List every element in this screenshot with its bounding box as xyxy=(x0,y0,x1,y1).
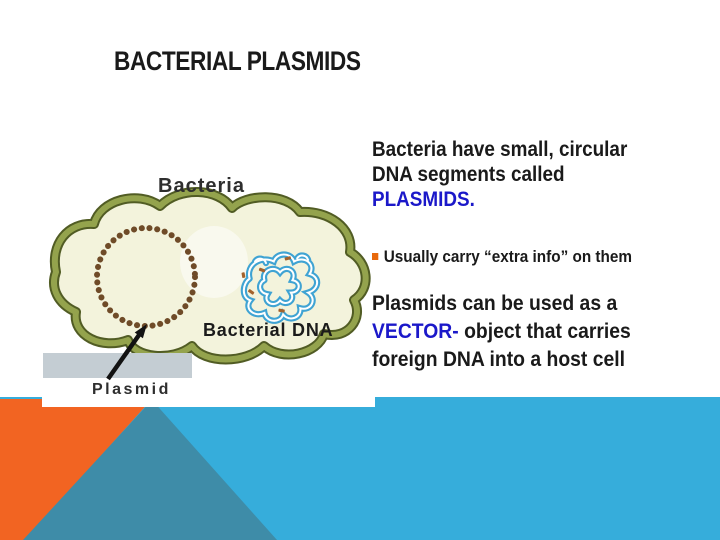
bullet-extra-info: Usually carry “extra info” on them xyxy=(372,247,661,266)
plasmid-arrow xyxy=(106,324,147,381)
dna-specks xyxy=(241,256,292,313)
label-bacterial-dna: Bacterial DNA xyxy=(203,320,333,340)
paragraph-plasmids-definition: Bacteria have small, circular DNA segmen… xyxy=(372,137,656,212)
bullet-square-icon xyxy=(372,253,379,260)
para2-line1: Plasmids can be used as a xyxy=(372,291,618,315)
label-bacteria: Bacteria xyxy=(158,175,245,197)
bullet-text: Usually carry “extra info” on them xyxy=(383,247,632,266)
para2-highlight-vector: VECTOR- xyxy=(372,319,459,343)
bacteria-cell-diagram: Bacteria Bacterial DNA Plasmid xyxy=(43,175,371,398)
bacterial-dna-tangle xyxy=(240,251,321,324)
para2-line2-rest: object that carries xyxy=(458,319,631,343)
para1-highlight-plasmids: PLASMIDS. xyxy=(372,188,475,211)
paragraph-vector-definition: Plasmids can be used as a VECTOR- object… xyxy=(372,289,660,373)
slide-title: BACTERIAL PLASMIDS xyxy=(114,46,361,76)
bacteria-illustration-box: Bacteria Bacterial DNA Plasmid xyxy=(42,150,375,407)
steel-teal-triangle-shape xyxy=(23,400,277,540)
cell-highlight xyxy=(180,226,248,298)
para2-line2: VECTOR- object that carries xyxy=(372,317,631,345)
label-plasmid: Plasmid xyxy=(92,381,171,398)
para1-line1: Bacteria have small, circular xyxy=(372,138,628,161)
para1-line2: DNA segments called xyxy=(372,163,565,186)
para2-line3: foreign DNA into a host cell xyxy=(372,347,625,371)
orange-corner-shape xyxy=(0,399,152,540)
